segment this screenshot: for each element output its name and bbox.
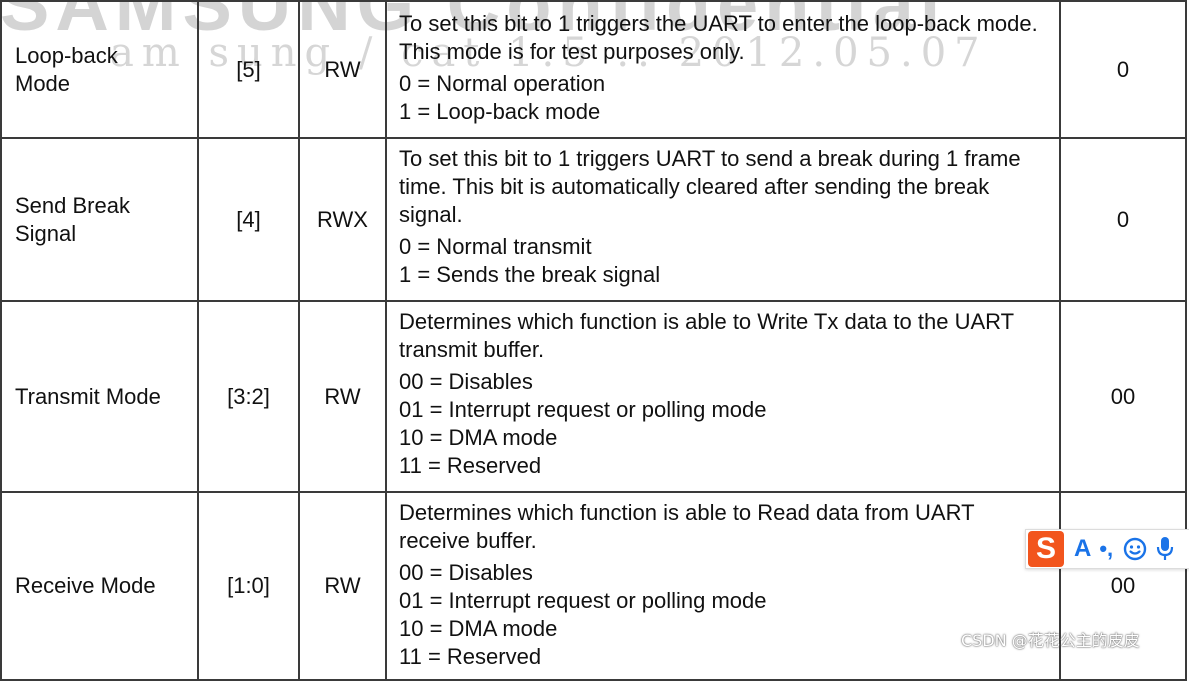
smile-icon[interactable]: [1123, 537, 1147, 561]
reset-value-cell: 0: [1059, 137, 1187, 302]
description-text: Determines which function is able to Rea…: [399, 500, 975, 553]
field-name: Receive Mode: [15, 573, 156, 598]
bit-cell: [3:2]: [197, 300, 300, 493]
csdn-watermark: CSDN @花花公主的皮皮: [961, 631, 1140, 650]
description-cell: Determines which function is able to Rea…: [385, 491, 1061, 681]
field-name-cell: Receive Mode: [0, 491, 199, 681]
option-line: 0 = Normal operation: [399, 71, 606, 96]
ime-logo-icon[interactable]: S: [1028, 531, 1064, 567]
description-cell: To set this bit to 1 triggers UART to se…: [385, 137, 1061, 302]
reset-value-cell: 00: [1059, 491, 1187, 681]
type-cell: RWX: [298, 137, 387, 302]
type-cell: RW: [298, 491, 387, 681]
field-name-cell: Transmit Mode: [0, 300, 199, 493]
table-row: Send Break Signal [4] RWX To set this bi…: [0, 137, 1187, 302]
type-cell: RW: [298, 300, 387, 493]
bit-cell: [1:0]: [197, 491, 300, 681]
reset-value-cell: 00: [1059, 300, 1187, 493]
field-name: Loop-back Mode: [15, 42, 118, 96]
table-row: Loop-back Mode [5] RW To set this bit to…: [0, 0, 1187, 139]
option-line: 00 = Disables: [399, 560, 533, 585]
table-row: Transmit Mode [3:2] RW Determines which …: [0, 300, 1187, 493]
table-row: Receive Mode [1:0] RW Determines which f…: [0, 491, 1187, 681]
description-cell: To set this bit to 1 triggers the UART t…: [385, 0, 1061, 139]
description-text: Determines which function is able to Wri…: [399, 309, 1014, 362]
option-line: 01 = Interrupt request or polling mode: [399, 588, 767, 613]
option-line: 1 = Loop-back mode: [399, 99, 601, 124]
field-name-cell: Send Break Signal: [0, 137, 199, 302]
bit-cell: [4]: [197, 137, 300, 302]
option-line: 0 = Normal transmit: [399, 234, 592, 259]
field-name-cell: Loop-back Mode: [0, 0, 199, 139]
ime-mode-toggle[interactable]: A: [1074, 535, 1092, 562]
reset-value-cell: 0: [1059, 0, 1187, 139]
description-cell: Determines which function is able to Wri…: [385, 300, 1061, 493]
ime-toolbar[interactable]: S A •,: [1025, 529, 1189, 569]
ime-punctuation-toggle[interactable]: •,: [1099, 536, 1114, 561]
option-line: 01 = Interrupt request or polling mode: [399, 397, 767, 422]
option-line: 11 = Reserved: [399, 644, 542, 669]
option-line: 11 = Reserved: [399, 453, 542, 478]
description-text: To set this bit to 1 triggers the UART t…: [399, 11, 1038, 64]
field-name: Transmit Mode: [15, 383, 161, 409]
option-line: 00 = Disables: [399, 369, 533, 394]
bit-cell: [5]: [197, 0, 300, 139]
option-line: 1 = Sends the break signal: [399, 262, 661, 287]
microphone-icon[interactable]: [1155, 536, 1175, 562]
field-name: Send Break Signal: [15, 192, 130, 246]
type-cell: RW: [298, 0, 387, 139]
option-line: 10 = DMA mode: [399, 425, 558, 450]
option-line: 10 = DMA mode: [399, 616, 558, 641]
description-text: To set this bit to 1 triggers UART to se…: [399, 146, 1021, 227]
